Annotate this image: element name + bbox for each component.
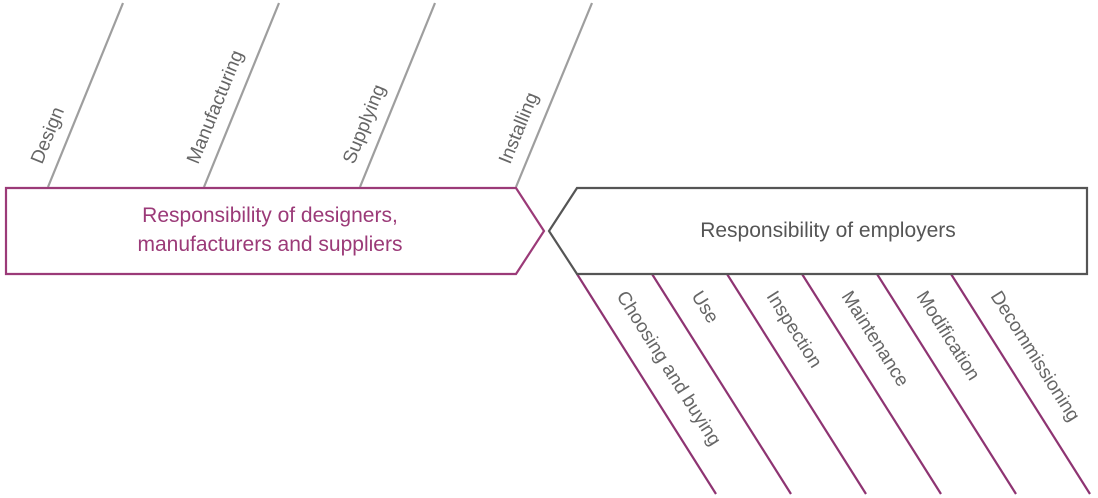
stage-line-maintenance xyxy=(801,273,942,495)
lower-stage-labels: Choosing and buying Use Inspection Maint… xyxy=(612,287,1084,449)
stage-label-manufacturing: Manufacturing xyxy=(183,47,248,166)
stage-label-installing: Installing xyxy=(495,90,543,167)
stage-line-manufacturing xyxy=(202,2,281,188)
stage-line-decommissioning xyxy=(950,273,1091,495)
stage-line-supplying xyxy=(358,2,437,188)
designers-box-title-line1: Responsibility of designers, xyxy=(142,204,398,227)
stage-label-design: Design xyxy=(27,104,69,167)
upper-stage-lines xyxy=(46,2,594,188)
employers-responsibility-box xyxy=(547,186,1089,276)
stage-label-maintenance: Maintenance xyxy=(837,287,913,390)
stage-line-installing xyxy=(514,2,594,188)
stage-line-inspection xyxy=(726,273,867,495)
upper-stage-labels: Design Manufacturing Supplying Installin… xyxy=(27,47,543,166)
stage-line-design xyxy=(46,2,125,188)
stage-label-use: Use xyxy=(687,287,723,327)
stage-label-inspection: Inspection xyxy=(762,287,826,371)
employers-box-title: Responsibility of employers xyxy=(700,219,956,242)
stage-label-modification: Modification xyxy=(912,287,984,384)
lower-stage-lines xyxy=(576,273,1091,495)
designers-responsibility-box xyxy=(4,186,546,276)
stage-label-supplying: Supplying xyxy=(339,82,390,167)
stage-line-choosing-and-buying xyxy=(576,273,717,495)
stage-line-modification xyxy=(876,273,1017,495)
stage-line-use xyxy=(651,273,792,495)
designers-box-title-line2: manufacturers and suppliers xyxy=(138,233,403,256)
